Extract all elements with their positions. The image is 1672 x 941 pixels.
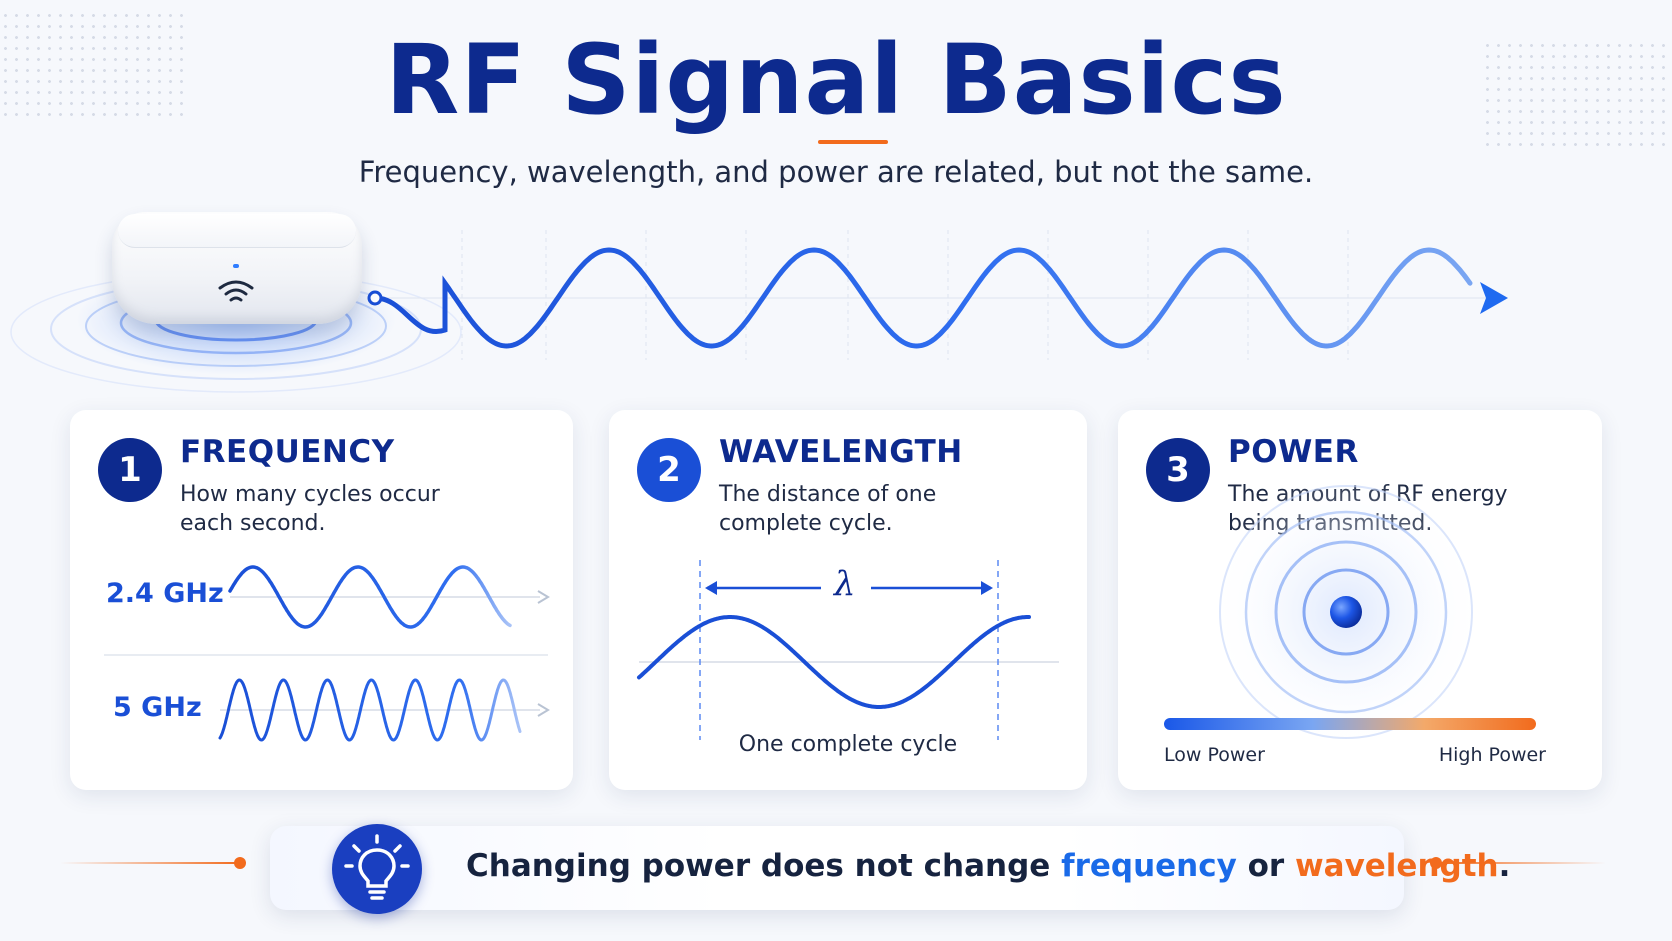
lambda-symbol: λ (834, 564, 856, 604)
dot-pattern-left (0, 10, 190, 120)
power-title: POWER (1228, 434, 1359, 470)
power-card: 3 POWER The amount of RF energy being tr… (1118, 410, 1602, 790)
high-power-label: High Power (1438, 744, 1546, 766)
power-scale-bar (1164, 718, 1536, 730)
wave-arrowhead (1480, 282, 1508, 314)
wave-origin-dot (367, 290, 383, 306)
cycle-caption: One complete cycle (738, 732, 958, 757)
step-badge-2: 2 (637, 438, 701, 502)
step-badge-1: 1 (98, 438, 162, 502)
takeaway-text-middle: or (1236, 848, 1296, 884)
wifi-icon (218, 280, 254, 302)
frequency-title: FREQUENCY (180, 434, 395, 470)
wifi-router (112, 212, 362, 332)
lightbulb-icon (332, 824, 422, 914)
key-takeaway-banner: Changing power does not change frequency… (270, 824, 1510, 914)
wavelength-diagram (637, 560, 1059, 740)
dot-pattern-right (1482, 40, 1672, 150)
takeaway-highlight-wavelength: wavelength (1295, 848, 1499, 884)
takeaway-text-end: . (1498, 848, 1511, 884)
wave-gridlines (380, 230, 1500, 360)
page-subtitle: Frequency, wavelength, and power are rel… (358, 155, 1314, 189)
wavelength-title: WAVELENGTH (719, 434, 963, 470)
takeaway-text-start: Changing power does not change (466, 848, 1062, 884)
router-top (118, 214, 356, 248)
wavelength-wave (637, 615, 1031, 709)
tip-accent-line-left (60, 862, 240, 864)
tip-accent-dot-left (234, 857, 246, 869)
takeaway-text: Changing power does not change frequency… (466, 848, 1510, 884)
wavelength-description: The distance of one complete cycle. (719, 482, 937, 536)
wave-5ghz (218, 678, 522, 742)
label-5ghz: 5 GHz (113, 692, 202, 723)
title-accent-underline (818, 140, 888, 144)
signal-wave (372, 247, 1473, 349)
frequency-card: 1 FREQUENCY How many cycles occur each s… (70, 410, 573, 790)
wavelength-card: 2 WAVELENGTH The distance of one complet… (609, 410, 1087, 790)
power-emitter-illustration (1206, 472, 1486, 752)
label-2-4ghz: 2.4 GHz (106, 578, 224, 609)
router-led (233, 264, 239, 268)
step-badge-3: 3 (1146, 438, 1210, 502)
low-power-label: Low Power (1164, 744, 1265, 766)
frequency-description: How many cycles occur each second. (180, 482, 440, 536)
tip-accent-line-right (1436, 862, 1606, 864)
page-title: RF Signal Basics (385, 24, 1287, 136)
takeaway-highlight-frequency: frequency (1061, 848, 1237, 884)
tip-accent-dot-right (1430, 857, 1442, 869)
frequency-waves (104, 565, 550, 742)
wave-2-4ghz (228, 565, 512, 629)
